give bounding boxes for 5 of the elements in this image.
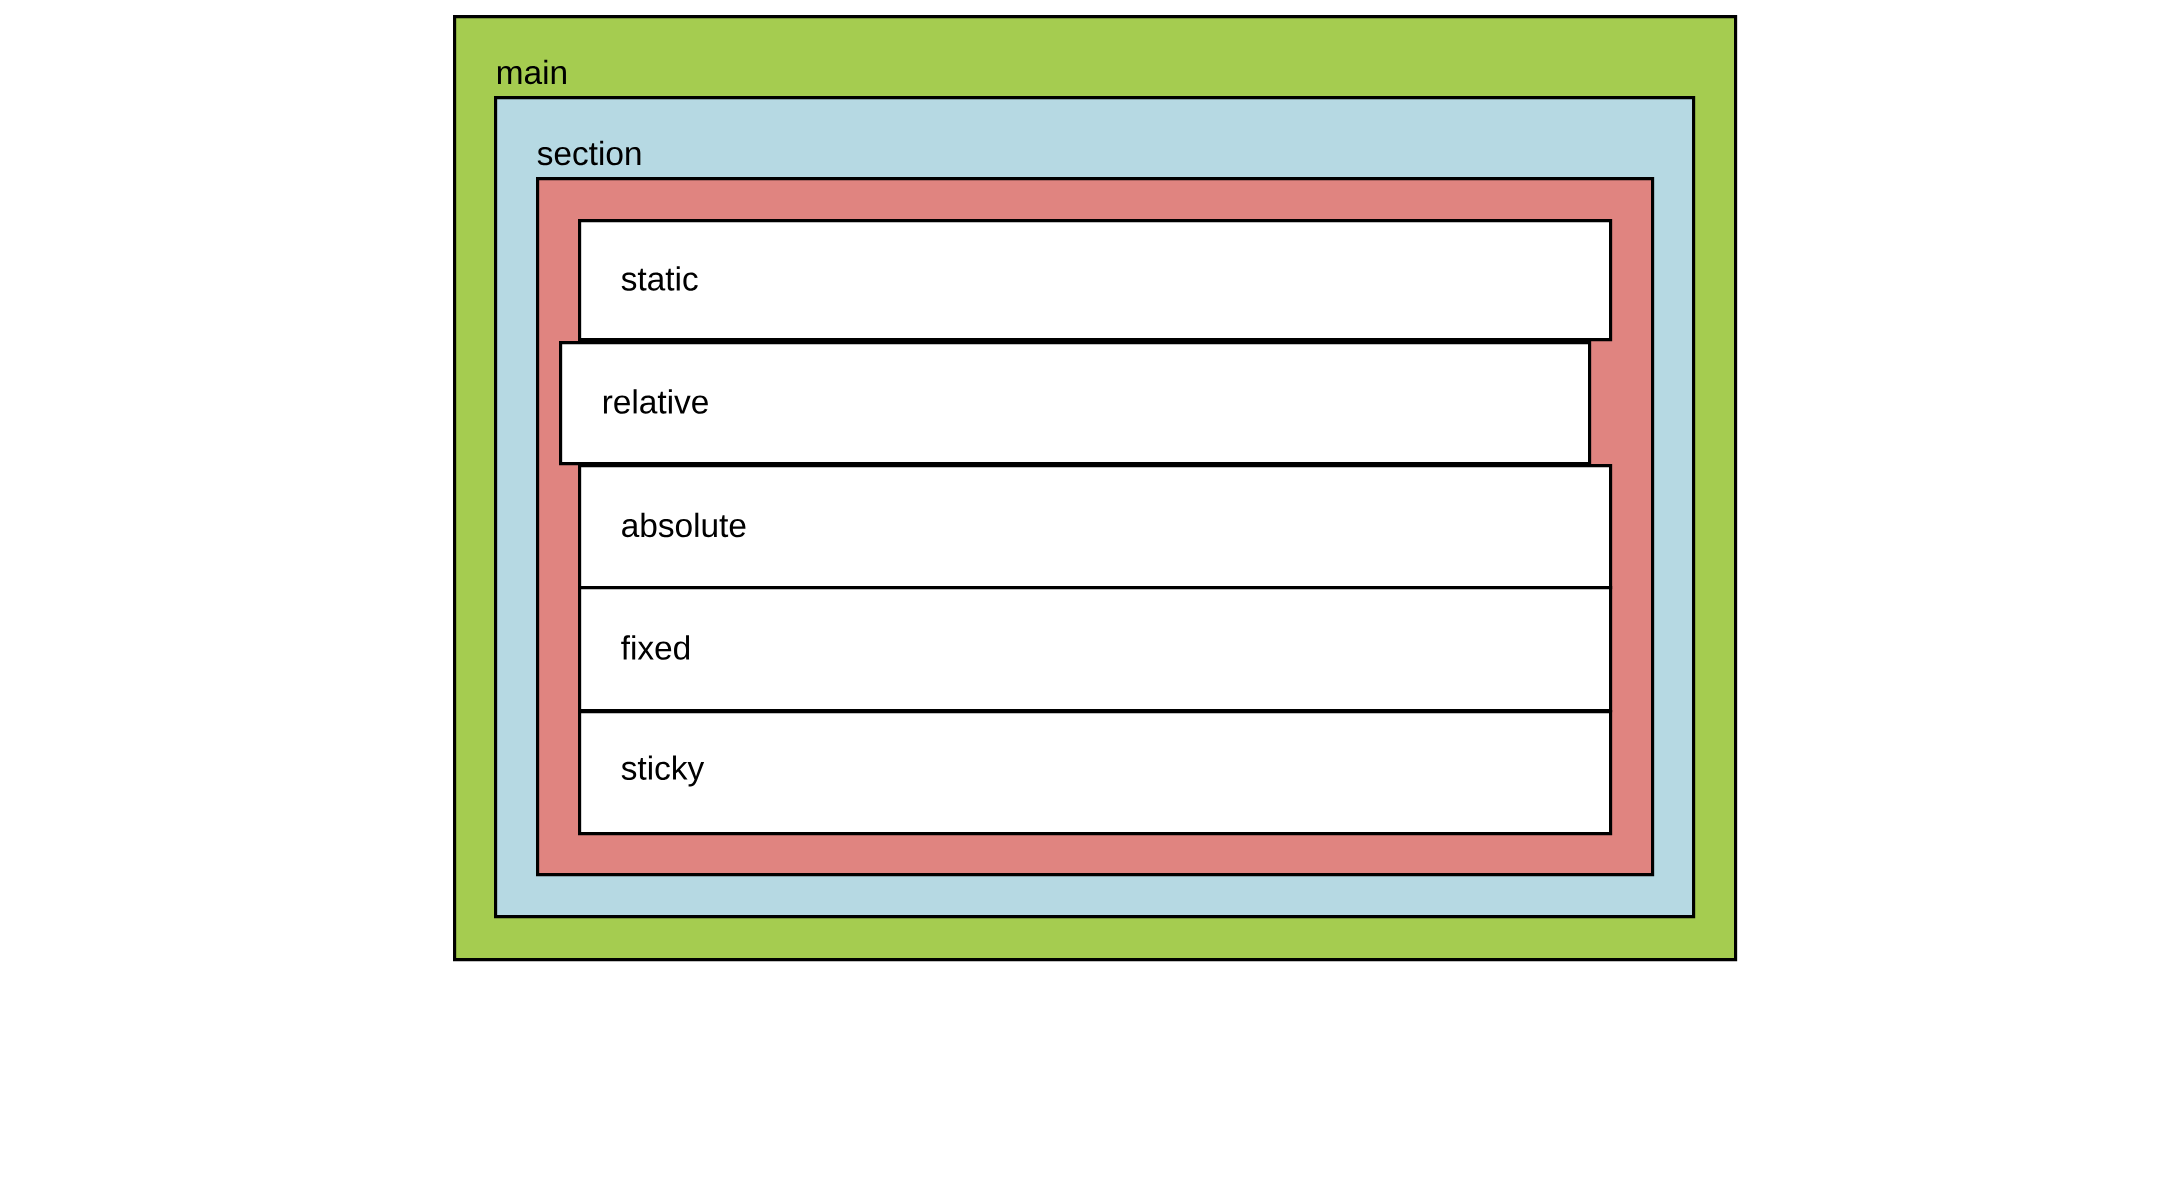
row-box: sticky <box>578 710 1613 836</box>
row-box: static <box>578 219 1613 342</box>
row-box: fixed <box>578 586 1613 713</box>
row-box: absolute <box>578 464 1613 590</box>
row-box: relative <box>559 341 1592 466</box>
